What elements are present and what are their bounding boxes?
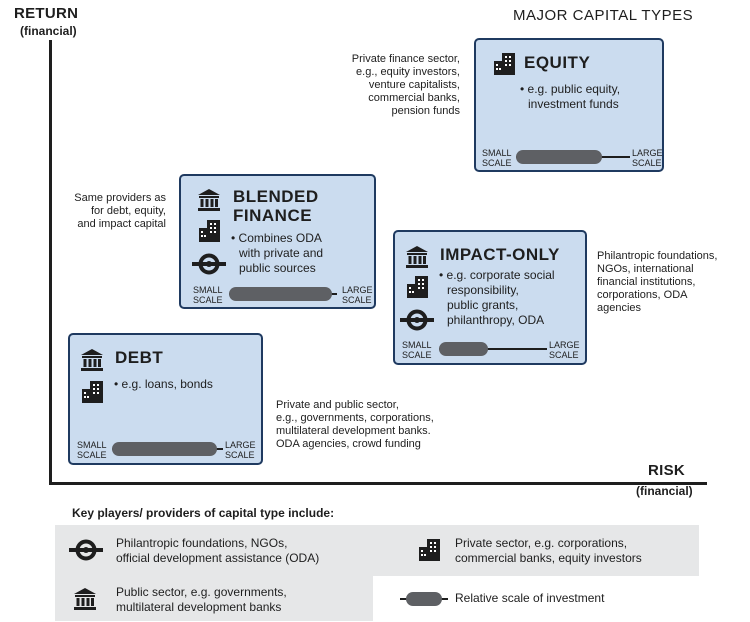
office-building-icon [492, 52, 516, 76]
philanthropy-icon [192, 252, 226, 276]
office-building-icon [405, 275, 429, 299]
key-scale-pill [406, 592, 442, 606]
office-building-icon [80, 380, 104, 404]
y-axis-line [49, 40, 52, 485]
impact-only-title: IMPACT-ONLY [440, 245, 560, 264]
equity-description: • e.g. public equity, investment funds [520, 82, 621, 111]
diagram-title: MAJOR CAPITAL TYPES [513, 7, 694, 24]
impact-only-box: IMPACT-ONLY • e.g. corporate social resp… [393, 230, 587, 365]
x-axis-title: RISK [648, 462, 686, 479]
scale-pill [439, 342, 488, 356]
bank-icon [73, 587, 97, 611]
key-philanthropic: Philantropic foundations, NGOs,official … [116, 536, 320, 565]
philanthropy-icon [69, 538, 103, 562]
key-relative-scale: Relative scale of investment [455, 591, 605, 605]
key-public-sector: Public sector, e.g. governments,multilat… [116, 585, 287, 614]
debt-providers-note: Private and public sector,e.g., governme… [276, 399, 434, 450]
bank-icon [80, 348, 104, 372]
y-axis-title: RETURN [14, 5, 79, 22]
impact-providers-note: Philantropic foundations,NGOs, internati… [597, 250, 718, 314]
key-private-sector: Private sector, e.g. corporations,commer… [455, 536, 642, 565]
x-axis-line [49, 482, 707, 485]
debt-title: DEBT [115, 348, 164, 367]
debt-description: • e.g. loans, bonds [114, 377, 213, 391]
impact-only-description: • e.g. corporate social responsibility, … [439, 268, 555, 327]
equity-title: EQUITY [524, 53, 591, 72]
philanthropy-icon [400, 308, 434, 332]
scale-line [439, 348, 547, 350]
office-building-icon [197, 219, 221, 243]
equity-box: EQUITY • e.g. public equity, investment … [474, 38, 664, 172]
office-building-icon [417, 538, 441, 562]
x-axis-subtitle: (financial) [636, 484, 693, 498]
bank-icon [197, 188, 221, 212]
blended-finance-description: • Combines ODA with private and public s… [231, 231, 324, 275]
equity-providers-note: Private finance sector,e.g., equity inve… [351, 53, 460, 117]
scale-pill [229, 287, 332, 301]
bank-icon [405, 245, 429, 269]
scale-pill [112, 442, 218, 456]
scale-pill [516, 150, 602, 164]
key-title: Key players/ providers of capital type i… [72, 506, 335, 520]
y-axis-subtitle: (financial) [20, 24, 77, 38]
